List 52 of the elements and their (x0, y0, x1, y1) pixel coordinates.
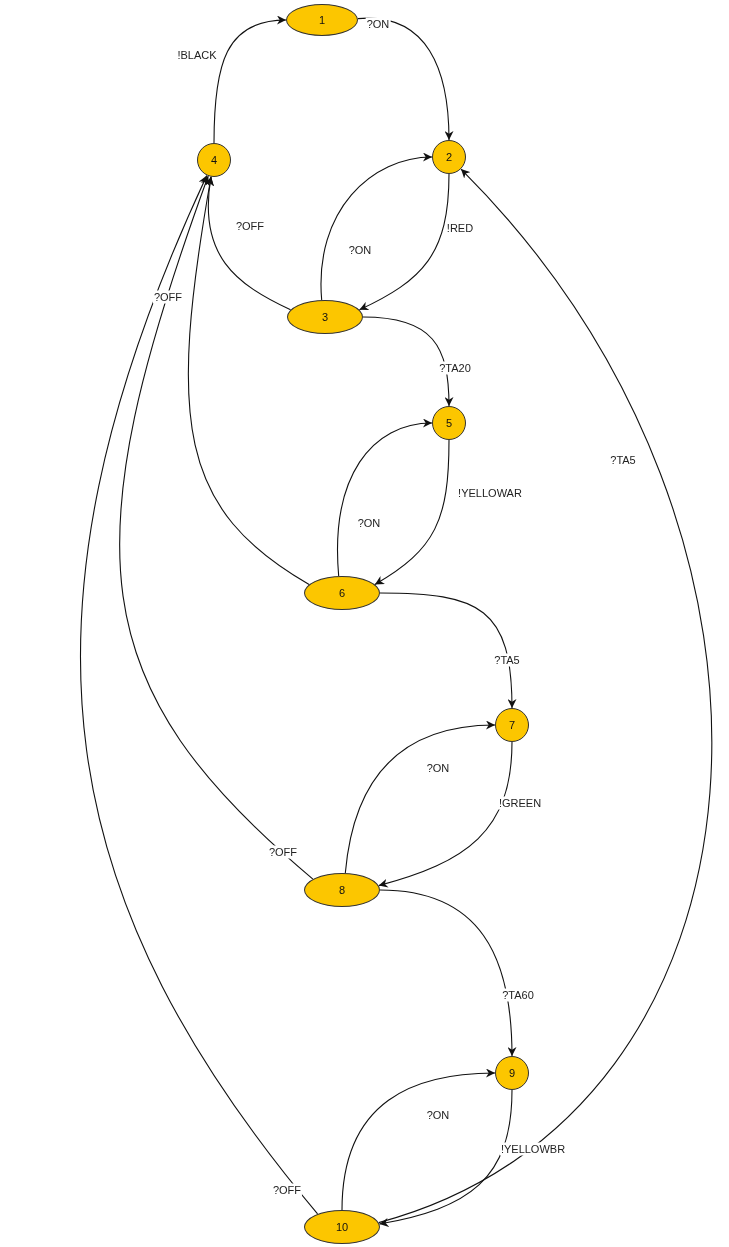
edge-label: ?ON (425, 761, 451, 775)
edge-label: !YELLOWBR (499, 1142, 567, 1156)
arrow (320, 153, 433, 301)
edge-label: ?TA5 (493, 653, 521, 667)
edge-label: ?TA60 (501, 988, 535, 1002)
state-ellipse (495, 1056, 529, 1090)
edge-label: ?ON (356, 516, 382, 530)
arrow (378, 741, 513, 888)
arrow (362, 316, 454, 407)
arrow (337, 419, 433, 577)
arrow (379, 592, 517, 709)
arrow (374, 439, 450, 586)
state-ellipse (197, 143, 231, 177)
state-number: 1 (318, 14, 326, 26)
state-number: 8 (338, 884, 346, 896)
arrow (379, 889, 517, 1057)
edge-label: !BLACK (176, 48, 218, 62)
state-number: 7 (508, 719, 516, 731)
state-number: 5 (445, 417, 453, 429)
state-ellipse (495, 708, 529, 742)
state-ellipse (287, 300, 363, 334)
state-number: 4 (210, 154, 218, 166)
state-ellipse (304, 576, 380, 610)
edge-label: ?OFF (152, 290, 184, 304)
state-number: 10 (335, 1221, 349, 1233)
arrow (378, 1089, 513, 1227)
arrow (119, 175, 314, 880)
arrow (213, 16, 287, 144)
edge-label: ?OFF (234, 219, 266, 233)
state-ellipse (432, 406, 466, 440)
arrow (344, 720, 496, 874)
edge-label: !GREEN (497, 796, 543, 810)
edge-label: ?TA20 (438, 361, 472, 375)
state-number: 9 (508, 1067, 516, 1079)
state-number: 6 (338, 587, 346, 599)
edge-label: ?ON (425, 1108, 451, 1122)
edge-label: ?TA5 (609, 453, 637, 467)
arrow (378, 168, 711, 1224)
arrow (358, 173, 450, 311)
edge-label: ?ON (347, 243, 373, 257)
edge-label: ?OFF (271, 1183, 303, 1197)
edge-label: ?OFF (267, 845, 299, 859)
state-number: 3 (321, 311, 329, 323)
state-ellipse (304, 873, 380, 907)
edge-label: !YELLOWAR (457, 486, 523, 500)
state-number: 2 (445, 151, 453, 163)
arrow (187, 176, 310, 586)
state-ellipse (432, 140, 466, 174)
edge-label: !RED (445, 221, 475, 235)
arrow (79, 174, 319, 1215)
edge-label: ?ON (365, 17, 391, 31)
arrow (341, 1068, 496, 1211)
